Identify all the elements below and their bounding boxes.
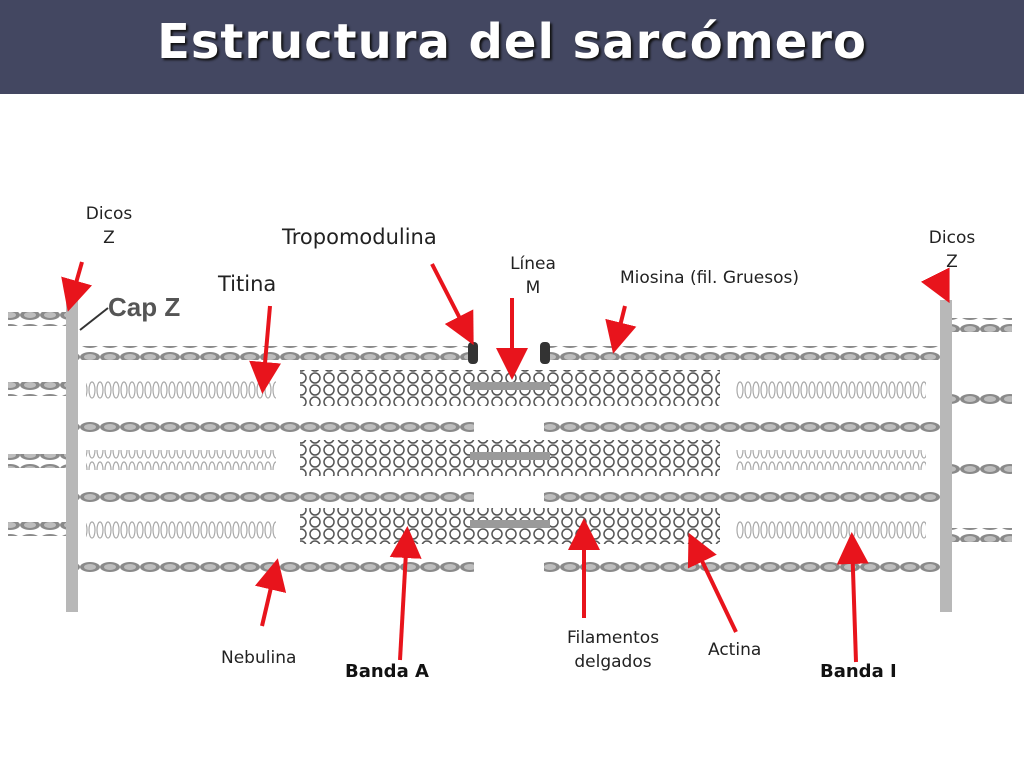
- nebulina-label: Nebulina: [221, 648, 297, 668]
- actina-label: Actina: [708, 640, 762, 660]
- filamentos-delgados-line1: Filamentos: [566, 628, 660, 648]
- arrow-dicos-z-left: [61, 261, 92, 312]
- titina-label: Titina: [218, 272, 277, 296]
- banda-a-label: Banda A: [345, 661, 429, 682]
- arrow-titina: [249, 305, 282, 394]
- slide-title: Estructura del sarcómero: [157, 14, 867, 70]
- arrow-nebulina: [254, 558, 287, 627]
- z-disc-right: [940, 300, 952, 612]
- titin-coils: [86, 380, 926, 540]
- dicos-z-left-line2: Z: [103, 228, 115, 248]
- arrow-dicos-z-right: [920, 267, 950, 304]
- banda-i-label: Banda I: [820, 661, 897, 682]
- dicos-z-left-line1: Dicos: [85, 204, 133, 224]
- arrow-miosina: [605, 305, 637, 354]
- thin-filaments: [78, 342, 940, 572]
- cap-z-label: Cap Z: [108, 292, 180, 322]
- pointer-arrows: [61, 261, 950, 663]
- arrow-tropomodulina: [430, 263, 474, 346]
- thick-filaments: [300, 370, 720, 544]
- arrow-actina: [687, 532, 738, 633]
- linea-m-line2: M: [525, 278, 541, 298]
- dicos-z-right-line2: Z: [946, 252, 958, 272]
- filamentos-delgados-label: Filamentos delgados: [548, 626, 678, 674]
- dicos-z-right-label: Dicos Z: [914, 226, 990, 274]
- miosina-label: Miosina (fil. Gruesos): [620, 268, 799, 288]
- linea-m-label: Línea M: [498, 252, 568, 300]
- tropomodulina-label: Tropomodulina: [282, 225, 437, 249]
- outer-actin-left: [8, 312, 66, 536]
- dicos-z-right-line1: Dicos: [928, 228, 976, 248]
- linea-m-line1: Línea: [510, 254, 556, 274]
- arrow-banda-a: [389, 526, 422, 661]
- arrow-banda-i: [836, 532, 869, 663]
- dicos-z-left-label: Dicos Z: [74, 202, 144, 250]
- z-disc-left: [66, 300, 109, 612]
- filamentos-delgados-line2: delgados: [574, 652, 652, 672]
- outer-actin-right: [952, 318, 1012, 542]
- title-bar: Estructura del sarcómero: [0, 0, 1024, 94]
